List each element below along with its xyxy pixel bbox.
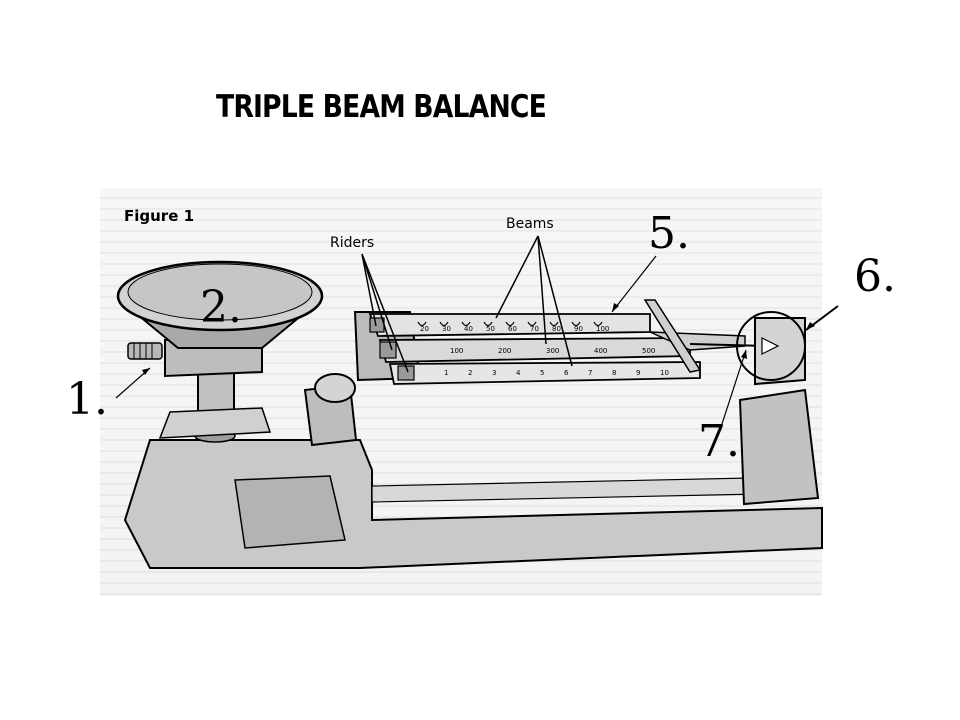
top-scale-80: 80: [552, 325, 561, 333]
center-support: [303, 373, 358, 447]
callout-2: 2.: [200, 282, 242, 333]
top-scale-50: 50: [486, 325, 495, 333]
bottom-scale-3: 3: [492, 369, 496, 377]
callout-7: 7.: [698, 416, 740, 467]
bottom-scale-2: 2: [468, 369, 472, 377]
zero-adjust-knob: [127, 342, 163, 360]
bottom-scale-6: 6: [564, 369, 569, 377]
arrow-5: [611, 255, 657, 313]
top-scale-30: 30: [442, 325, 451, 333]
bottom-scale-9: 9: [636, 369, 640, 377]
top-scale-60: 60: [508, 325, 517, 333]
top-scale-20: 20: [420, 325, 429, 333]
figure-caption: Figure 1: [124, 207, 194, 225]
bottom-scale-5: 5: [540, 369, 544, 377]
middle-scale-100: 100: [450, 347, 463, 355]
top-beam-notches: [417, 321, 603, 327]
top-scale-40: 40: [464, 325, 473, 333]
top-scale-100: 100: [596, 325, 609, 333]
callout-1: 1.: [66, 374, 108, 425]
bottom-scale-7: 7: [588, 369, 592, 377]
bottom-scale-1: 1: [444, 369, 448, 377]
middle-scale-200: 200: [498, 347, 511, 355]
balance-base: [123, 439, 823, 569]
bottom-scale-4: 4: [516, 369, 521, 377]
callout-6: 6.: [854, 251, 896, 302]
middle-scale-500: 500: [642, 347, 655, 355]
rider-middle: [379, 341, 397, 359]
beams-label: Beams: [506, 216, 554, 232]
middle-scale-400: 400: [594, 347, 607, 355]
arrow-7: [721, 349, 747, 425]
middle-scale-300: 300: [546, 347, 559, 355]
callout-arrows: [115, 255, 839, 425]
balance-pan: [116, 260, 324, 349]
bottom-scale-8: 8: [612, 369, 616, 377]
callout-5: 5.: [648, 208, 690, 259]
pointer-post: [736, 311, 820, 506]
beams-leader-lines: [495, 235, 573, 367]
beam-assembly: 20 30 40 50 60 70 80 90 100 100 200 300 …: [353, 299, 771, 385]
zero-mark-circle: [736, 311, 806, 381]
page-title: TRIPLE BEAM BALANCE: [216, 89, 547, 125]
top-scale-70: 70: [530, 325, 539, 333]
bottom-scale-10: 10: [660, 369, 669, 377]
riders-leader-lines: [361, 253, 409, 373]
riders-label: Riders: [330, 235, 374, 251]
top-scale-90: 90: [574, 325, 583, 333]
